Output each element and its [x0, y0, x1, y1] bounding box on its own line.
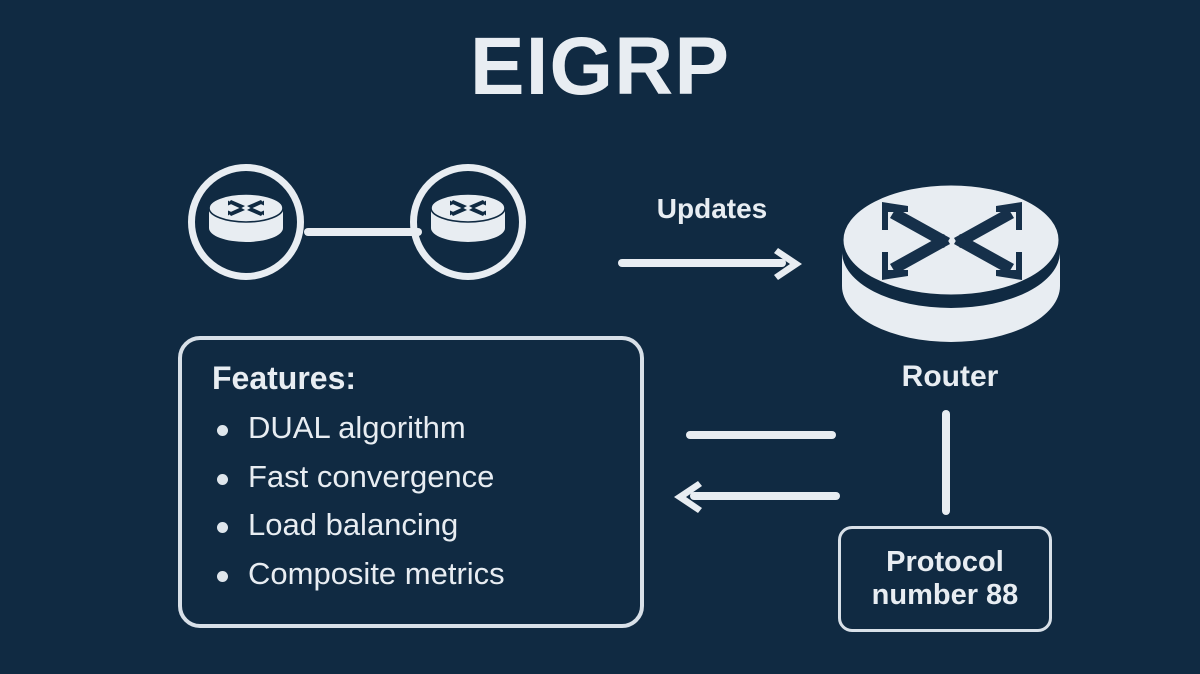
- router-ring: [410, 164, 526, 280]
- list-item: Fast convergence: [212, 458, 505, 494]
- protocol-label: Protocol number 88: [871, 545, 1019, 611]
- list-item-label: Load balancing: [248, 507, 459, 543]
- features-list: DUAL algorithm Fast convergence Load bal…: [212, 410, 505, 606]
- list-item-label: Composite metrics: [248, 555, 505, 591]
- list-item-label: DUAL algorithm: [248, 410, 466, 445]
- bullet-icon: [217, 473, 228, 485]
- list-item: Composite metrics: [212, 555, 505, 591]
- return-line: [686, 431, 836, 439]
- bullet-icon: [217, 522, 228, 534]
- router-label: Router: [901, 360, 999, 393]
- features-heading: Features:: [212, 360, 357, 396]
- updates-label: Updates: [656, 193, 768, 224]
- list-item: DUAL algorithm: [212, 410, 505, 445]
- features-box: Features: DUAL algorithm Fast convergenc…: [178, 336, 644, 628]
- page-title: EIGRP: [469, 21, 731, 112]
- list-item: Load balancing: [212, 507, 505, 543]
- arrow-left-icon: [674, 481, 840, 513]
- vertical-connector-line: [942, 410, 950, 515]
- router-icon: [208, 193, 284, 242]
- router-node-b: [410, 164, 526, 280]
- router-ring: [188, 164, 304, 280]
- bullet-icon: [217, 425, 228, 436]
- list-item-label: Fast convergence: [248, 458, 495, 494]
- router-cylinder-icon: [840, 182, 1062, 342]
- router-icon: [430, 193, 506, 242]
- arrow-right-icon: [618, 248, 802, 280]
- bullet-icon: [217, 570, 228, 582]
- protocol-box: Protocol number 88: [838, 526, 1052, 632]
- connection-line: [304, 228, 422, 236]
- router-node-a: [188, 164, 304, 280]
